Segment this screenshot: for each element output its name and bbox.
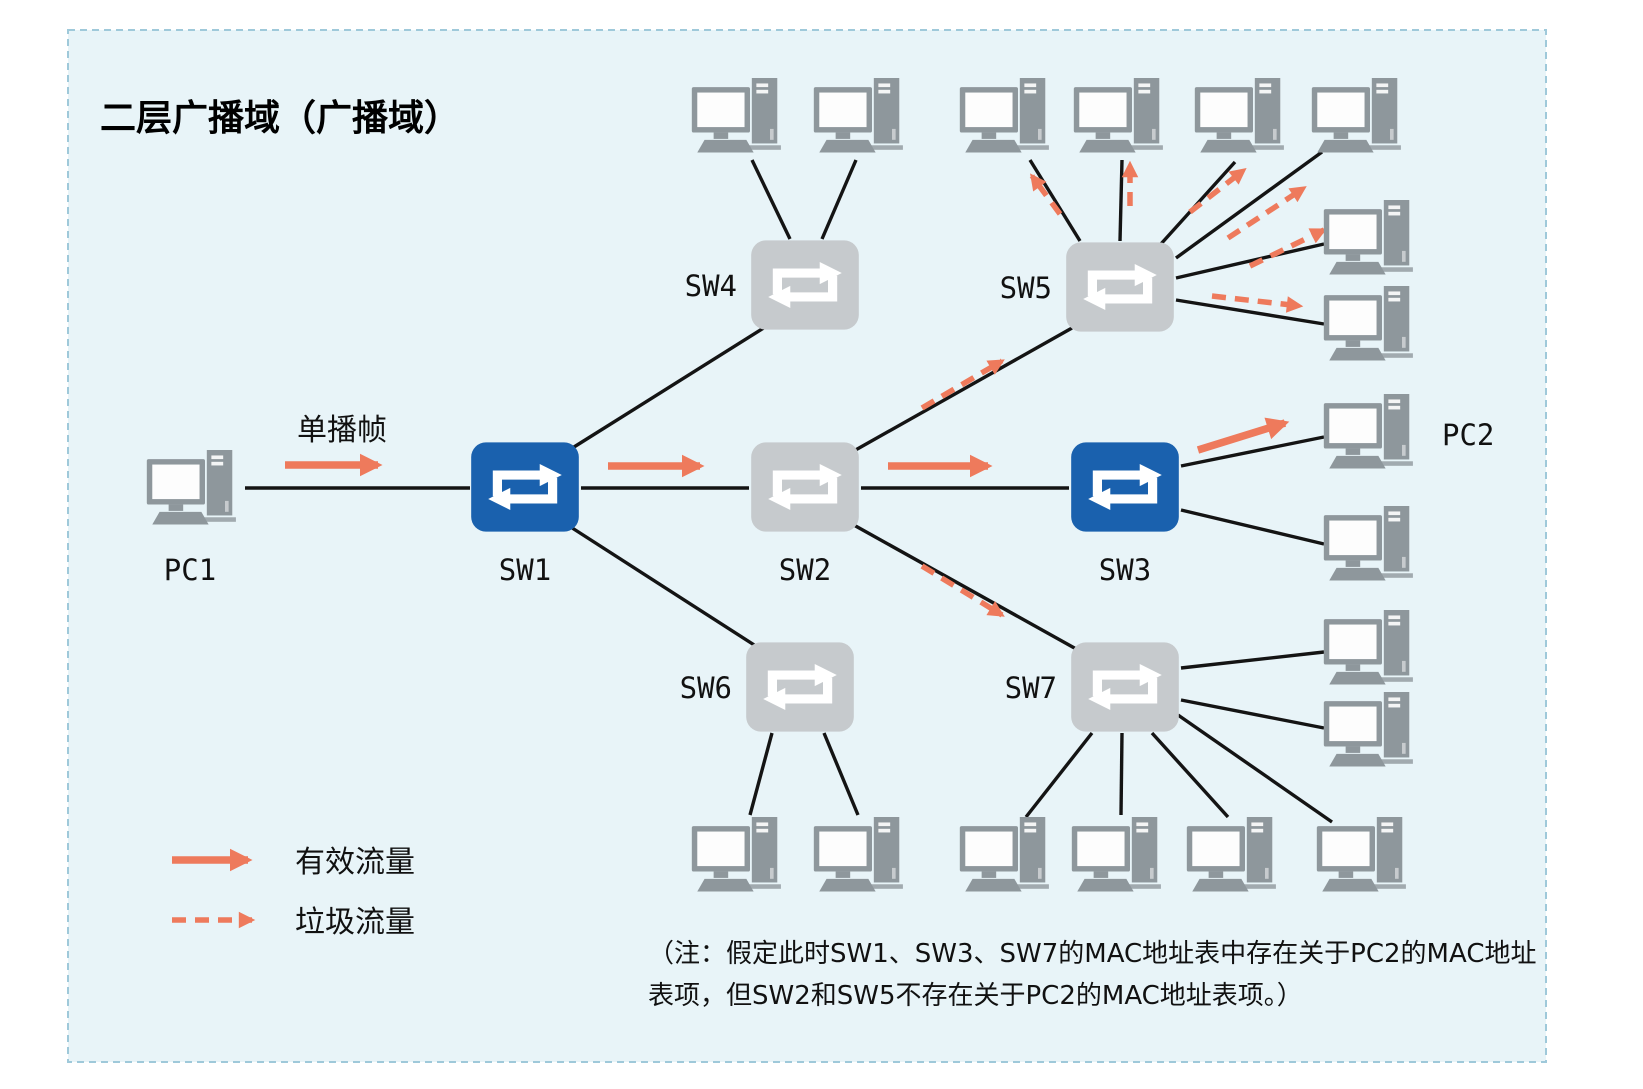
note-line-1: （注：假定此时SW1、SW3、SW7的MAC地址表中存在关于PC2的MAC地址 <box>648 939 1536 969</box>
connection-line <box>1180 508 1325 546</box>
connection-line <box>1180 650 1325 670</box>
garbage-traffic-arrow <box>1029 173 1063 216</box>
pc2-label: PC2 <box>1442 418 1494 452</box>
valid-traffic-arrows <box>285 417 1290 478</box>
valid-traffic-arrow <box>1196 417 1290 454</box>
pc-icon <box>691 817 781 892</box>
switch-node-sw6: SW6 <box>680 642 854 731</box>
connection-line <box>1024 731 1094 819</box>
switch-icon <box>1066 242 1174 331</box>
switch-icon <box>751 442 859 531</box>
pc-icon <box>691 78 781 153</box>
connection-line <box>1119 732 1124 816</box>
connection-line <box>851 522 1079 652</box>
sw5-label: SW5 <box>1000 271 1052 305</box>
switch-node-sw2: SW2 <box>751 442 859 587</box>
connection-line <box>1175 298 1325 326</box>
garbage-traffic-arrow <box>920 358 1005 411</box>
connection-line <box>565 522 763 652</box>
pc-icon <box>1071 817 1161 892</box>
pc-icon <box>1323 200 1413 275</box>
connection-line <box>1180 435 1325 468</box>
sw3-label: SW3 <box>1099 553 1151 587</box>
connection-line <box>1177 713 1333 824</box>
connection-line <box>1175 150 1323 260</box>
sw4-label: SW4 <box>685 269 737 303</box>
pc-icon <box>1186 817 1276 892</box>
connection-line <box>1180 698 1325 730</box>
switch-icon <box>746 642 854 731</box>
switch-node-sw5: SW5 <box>1000 242 1174 331</box>
sw1-label: SW1 <box>499 553 551 587</box>
connection-line <box>1150 731 1230 819</box>
connection-line <box>565 322 771 454</box>
pc-icon <box>1194 78 1284 153</box>
sw6-label: SW6 <box>680 671 732 705</box>
pc1-label: PC1 <box>164 553 216 587</box>
garbage-traffic-arrow <box>1188 167 1247 215</box>
connection-line <box>820 159 858 240</box>
connection-line <box>822 732 860 816</box>
garbage-traffic-arrow <box>1248 227 1327 269</box>
page-title: 二层广播域（广播域） <box>100 98 460 139</box>
connection-line <box>750 159 792 240</box>
legend: 有效流量 垃圾流量 <box>172 845 415 940</box>
switch-node-sw1: SW1 <box>471 442 579 587</box>
garbage-traffic-arrows <box>920 160 1327 618</box>
switch-icon <box>1071 442 1179 531</box>
pc-icon <box>1073 78 1163 153</box>
pc2-icon <box>1323 394 1413 469</box>
pc-icon <box>813 817 903 892</box>
pc1-icon <box>146 450 236 525</box>
connection-line <box>1118 159 1124 242</box>
connection-line <box>1175 242 1325 280</box>
legend-valid-label: 有效流量 <box>295 845 415 880</box>
garbage-traffic-arrow <box>1226 185 1307 241</box>
sw2-label: SW2 <box>779 553 831 587</box>
switch-node-sw3: SW3 <box>1071 442 1179 587</box>
connection-line <box>851 326 1073 454</box>
pc-icon <box>1316 817 1406 892</box>
pc-icon <box>1323 506 1413 581</box>
unicast-frame-label: 单播帧 <box>297 413 387 448</box>
note-line-2: 表项，但SW2和SW5不存在关于PC2的MAC地址表项。） <box>648 981 1303 1011</box>
sw7-label: SW7 <box>1005 671 1057 705</box>
pc-icon <box>959 78 1049 153</box>
pc-icon <box>959 817 1049 892</box>
switch-icon <box>471 442 579 531</box>
garbage-traffic-arrow <box>1211 293 1304 313</box>
switch-node-sw7: SW7 <box>1005 642 1179 731</box>
legend-garbage-label: 垃圾流量 <box>295 905 415 940</box>
switch-icon <box>751 240 859 329</box>
garbage-traffic-arrow <box>920 563 1005 618</box>
pc-icon <box>1323 692 1413 767</box>
pc-icon <box>1323 610 1413 685</box>
switch-node-sw4: SW4 <box>685 240 859 329</box>
connection-line <box>748 732 774 816</box>
pc-icon <box>1311 78 1401 153</box>
pc-icon <box>813 78 903 153</box>
switch-icon <box>1071 642 1179 731</box>
pc-icon <box>1323 286 1413 361</box>
note: （注：假定此时SW1、SW3、SW7的MAC地址表中存在关于PC2的MAC地址 … <box>648 939 1536 1011</box>
